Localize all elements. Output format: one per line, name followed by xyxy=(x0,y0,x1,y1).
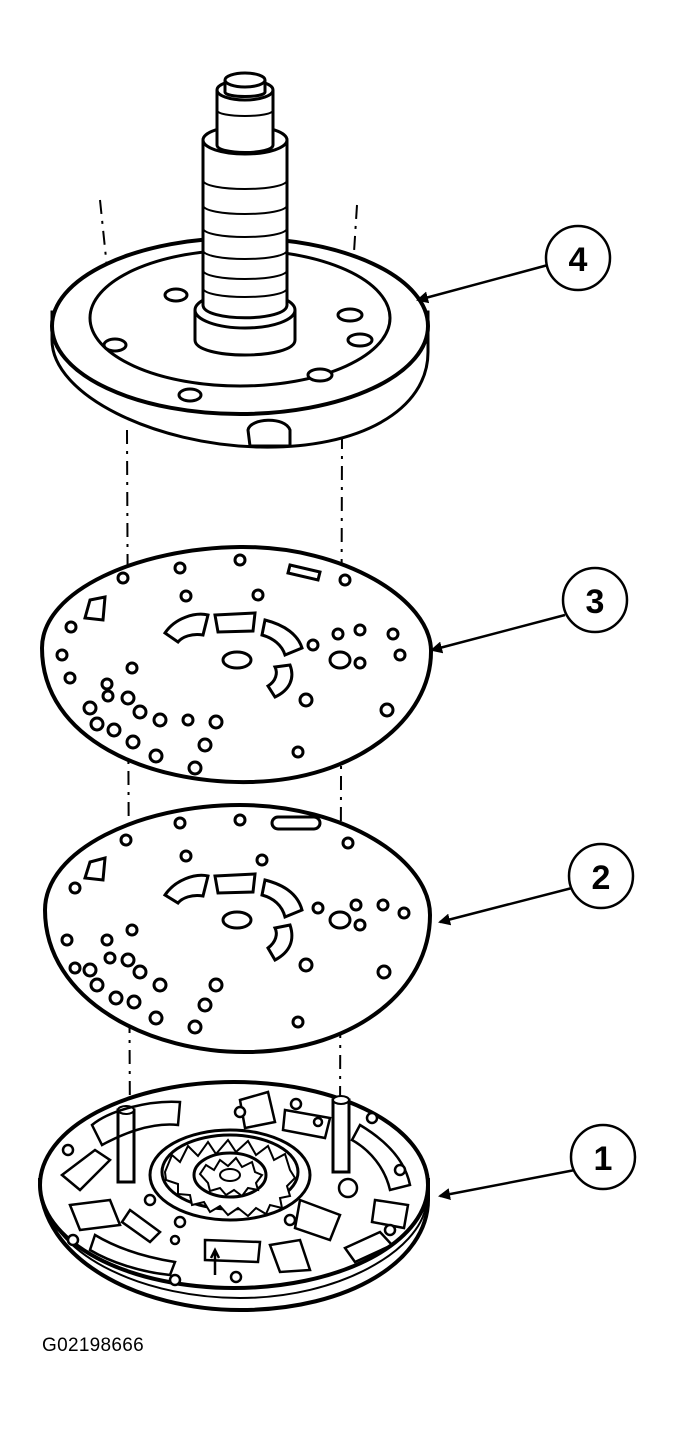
callout-3: 3 xyxy=(430,566,629,654)
callout-2: 2 xyxy=(438,842,635,926)
callout-3-label: 3 xyxy=(586,583,605,621)
callout-4-leader xyxy=(416,263,549,304)
callout-2-circle xyxy=(567,842,635,910)
callout-1-circle xyxy=(569,1123,637,1191)
part-3-separator-plate xyxy=(39,544,434,785)
part-4-stator-support xyxy=(50,71,430,449)
callout-2-leader xyxy=(438,886,573,926)
callout-3-circle xyxy=(561,566,629,634)
callout-4: 4 xyxy=(416,224,612,304)
callout-4-circle xyxy=(544,224,612,292)
callout-1-leader xyxy=(438,1168,576,1201)
callout-3-leader xyxy=(430,613,566,654)
callout-1: 1 xyxy=(438,1123,637,1201)
callout-2-label: 2 xyxy=(592,859,611,897)
callout-4-label: 4 xyxy=(569,241,588,279)
callout-1-label: 1 xyxy=(594,1140,613,1178)
part-1-pump-body xyxy=(37,1080,430,1313)
figure-id-caption: G02198666 xyxy=(42,1335,145,1356)
part-2-gasket-plate xyxy=(42,802,433,1055)
